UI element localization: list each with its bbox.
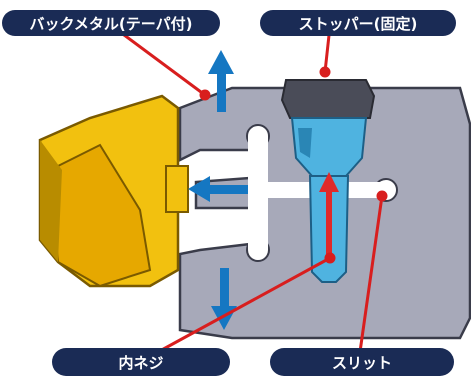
center-channel <box>248 136 268 250</box>
leader-lines <box>111 24 388 354</box>
arrow-left-icon <box>188 176 248 202</box>
label-back-metal: バックメタル(テーパ付) <box>2 10 220 36</box>
leader-slit <box>358 195 384 353</box>
label-stopper-text: ストッパー(固定) <box>299 15 418 33</box>
leader-back-metal <box>111 24 206 97</box>
insert-edge-shadow <box>40 140 62 262</box>
arrow-up-icon <box>208 50 234 112</box>
label-stopper: ストッパー(固定) <box>260 10 456 36</box>
label-inner-screw-text: 内ネジ <box>118 354 163 372</box>
leader-inner-screw <box>157 256 331 354</box>
cutting-insert <box>38 94 189 288</box>
arrow-red-up-icon <box>319 172 339 262</box>
label-back-metal-text: バックメタル(テーパ付) <box>30 15 193 33</box>
label-slit: スリット <box>270 348 454 376</box>
stopper-cap <box>280 79 376 119</box>
insert-tab <box>165 165 189 213</box>
label-slit-text: スリット <box>332 354 392 372</box>
back-metal-cutouts <box>246 124 398 262</box>
label-inner-screw: 内ネジ <box>52 348 230 376</box>
bolt-shading <box>298 128 312 158</box>
